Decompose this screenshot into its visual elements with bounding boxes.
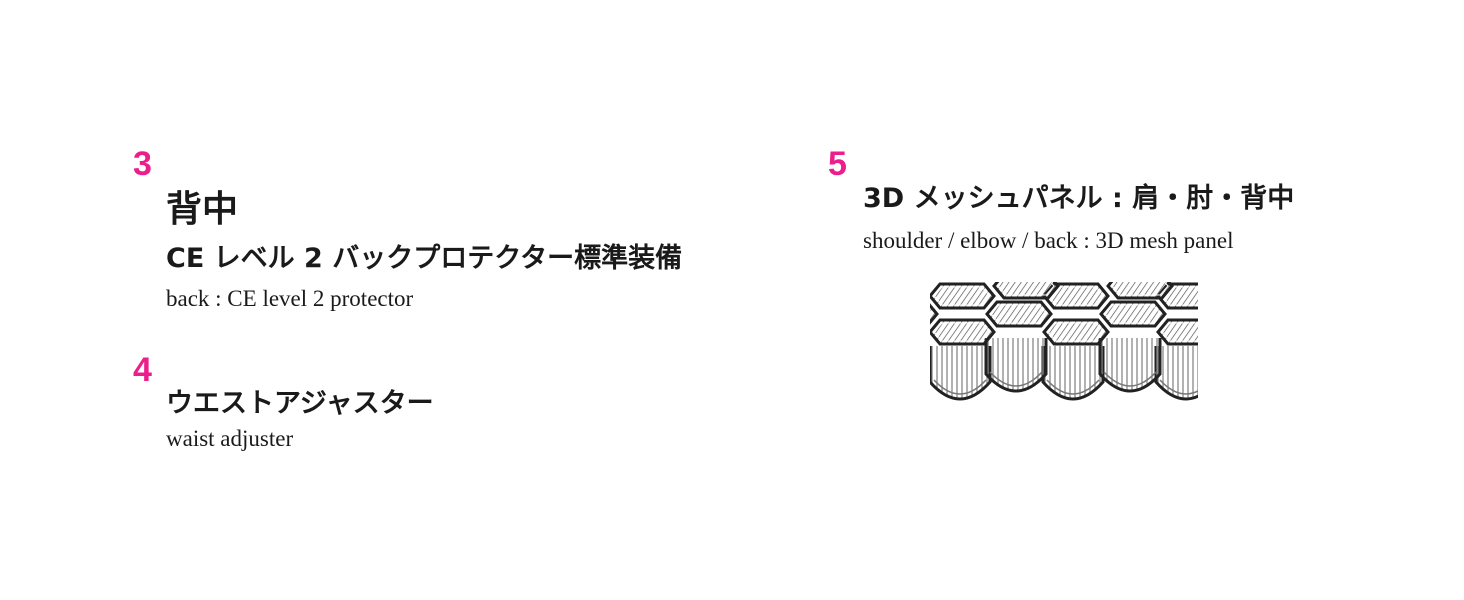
item-title-3d-mesh: 3D メッシュパネル : 肩・肘・背中 bbox=[863, 183, 1295, 214]
item-title-waist-adjuster: ウエストアジャスター bbox=[166, 388, 434, 419]
item-number-5: 5 bbox=[828, 145, 847, 183]
item-subtitle-ce-protector: CE レベル 2 バックプロテクター標準装備 bbox=[166, 243, 683, 274]
item-description-back: back : CE level 2 protector bbox=[166, 286, 414, 311]
item-number-4: 4 bbox=[133, 351, 152, 389]
3d-mesh-panel-image bbox=[930, 282, 1198, 408]
item-number-3: 3 bbox=[133, 145, 152, 183]
item-title-back: 背中 bbox=[166, 189, 239, 230]
item-description-waist: waist adjuster bbox=[166, 426, 294, 451]
item-description-mesh: shoulder / elbow / back : 3D mesh panel bbox=[863, 228, 1234, 253]
